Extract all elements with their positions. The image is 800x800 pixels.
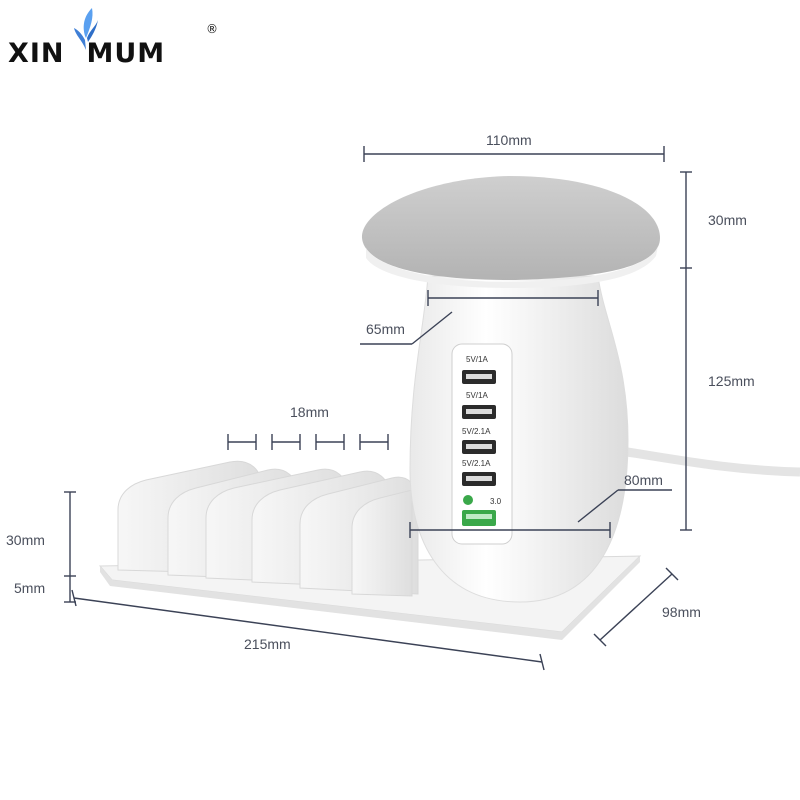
trademark-symbol: ® xyxy=(206,22,218,36)
butterfly-icon xyxy=(74,8,98,50)
dim-neck-width: 65mm xyxy=(366,321,405,337)
usb-port-label-5: 3.0 xyxy=(490,497,502,506)
dim-base-length: 215mm xyxy=(244,636,291,652)
usb-port-label-3: 5V/2.1A xyxy=(462,427,491,436)
usb-port-label-4: 5V/2.1A xyxy=(462,459,491,468)
brand-logo: XIN MUM xyxy=(8,38,165,69)
dim-cap-height: 30mm xyxy=(708,212,747,228)
dim-base-depth: 98mm xyxy=(662,604,701,620)
dim-body-width: 80mm xyxy=(624,472,663,488)
brand-name-part1: XIN xyxy=(8,38,65,69)
phone-slots xyxy=(117,460,419,597)
power-cable xyxy=(599,443,800,477)
brand-name-part2: MUM xyxy=(86,38,166,69)
dim-base-thickness: 5mm xyxy=(14,580,46,596)
usb-port-panel: 5V/1A 5V/1A 5V/2.1A 5V/2.1A 3.0 xyxy=(451,343,513,545)
usb-port-label-2: 5V/1A xyxy=(466,391,488,400)
dim-slot-gap: 18mm xyxy=(290,404,329,420)
quick-charge-icon xyxy=(463,495,473,505)
dim-body-height: 125mm xyxy=(708,373,755,389)
dim-cap-width: 110mm xyxy=(486,132,532,148)
mushroom-body xyxy=(409,275,629,603)
mushroom-cap xyxy=(361,176,660,288)
dim-slot-height: 30mm xyxy=(6,532,45,548)
usb-port-label-1: 5V/1A xyxy=(466,355,488,364)
dimension-lines xyxy=(64,146,692,671)
